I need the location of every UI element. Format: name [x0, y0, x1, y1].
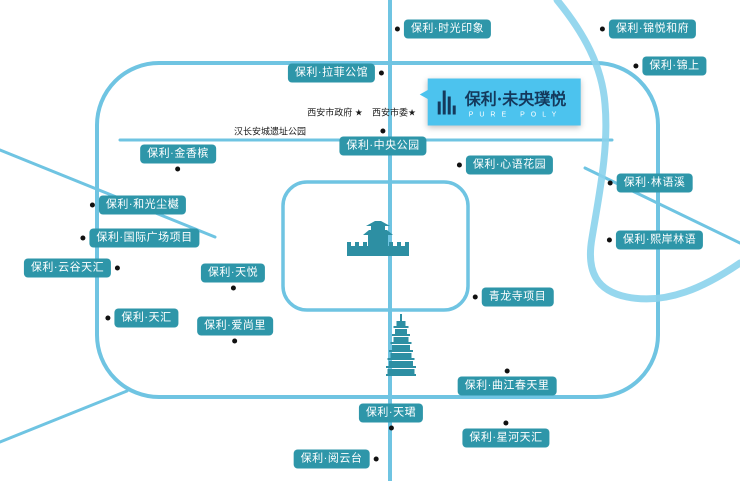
marker-dot — [504, 368, 510, 374]
map-marker: 保利·金香槟 — [140, 144, 216, 172]
northwest-expressway — [0, 148, 217, 239]
marker-label: 保利·天珺 — [358, 403, 424, 423]
marker-label: 保利·锦悦和府 — [608, 19, 697, 39]
marker-dot — [380, 128, 386, 134]
marker-dot — [607, 180, 613, 186]
marker-dot — [503, 420, 509, 426]
marker-dot — [373, 456, 379, 462]
marker-dot — [115, 265, 121, 271]
map-marker: 青龙寺项目 — [472, 287, 554, 307]
marker-dot — [472, 294, 478, 300]
map-marker: 保利·心语花园 — [456, 155, 554, 175]
logo-pointer — [419, 89, 429, 100]
map-marker: 保利·天珺 — [358, 403, 424, 431]
map-marker: 保利·中央公园 — [339, 128, 427, 156]
poi-label: 西安市委★ — [371, 107, 417, 118]
marker-label: 保利·心语花园 — [465, 155, 554, 175]
marker-label: 保利·国际广场项目 — [89, 228, 200, 248]
marker-label: 保利·天汇 — [114, 308, 179, 328]
marker-label: 保利·中央公园 — [339, 136, 427, 156]
marker-dot — [456, 162, 462, 168]
marker-label: 保利·爱尚里 — [197, 316, 273, 336]
map-marker: 保利·林语溪 — [607, 173, 693, 193]
map-marker: 保利·星河天汇 — [462, 420, 550, 448]
map-marker: 保利·曲江春天里 — [457, 368, 557, 396]
marker-dot — [175, 166, 181, 172]
building-icon — [437, 90, 456, 114]
poi-label: 汉长安城遗址公园 — [233, 126, 307, 137]
marker-label: 保利·星河天汇 — [462, 428, 550, 448]
map-marker: 保利·爱尚里 — [197, 316, 273, 344]
marker-dot — [388, 425, 394, 431]
marker-label: 保利·熙岸林语 — [615, 230, 704, 250]
map-marker: 保利·天汇 — [105, 308, 179, 328]
marker-label: 青龙寺项目 — [481, 287, 554, 307]
map-marker: 保利·云谷天汇 — [23, 258, 121, 278]
map-marker: 保利·和光尘樾 — [89, 195, 187, 215]
marker-dot — [105, 315, 111, 321]
map-marker: 保利·国际广场项目 — [80, 228, 200, 248]
project-logo-card: 保利·未央璞悦 PURE POLY — [419, 78, 581, 126]
marker-label: 保利·天悦 — [200, 263, 266, 283]
marker-dot — [230, 285, 236, 291]
map-marker: 保利·熙岸林语 — [606, 230, 704, 250]
marker-dot — [394, 26, 400, 32]
logo-text: 保利·未央璞悦 PURE POLY — [465, 86, 567, 119]
marker-label: 保利·阅云台 — [293, 449, 370, 469]
marker-label: 保利·云谷天汇 — [23, 258, 112, 278]
marker-dot — [80, 235, 86, 241]
marker-dot — [599, 26, 605, 32]
map-marker: 保利·时光印象 — [394, 19, 492, 39]
map-marker: 保利·阅云台 — [293, 449, 379, 469]
map-marker: 保利·锦悦和府 — [599, 19, 697, 39]
inner-ring-road — [281, 180, 470, 312]
marker-label: 保利·曲江春天里 — [457, 376, 557, 396]
marker-dot — [232, 338, 238, 344]
pagoda-landmark — [386, 314, 416, 376]
map-marker: 保利·天悦 — [200, 263, 266, 291]
map-marker: 保利·拉菲公馆 — [287, 63, 385, 83]
marker-dot — [633, 63, 639, 69]
project-name: 保利·未央璞悦 — [464, 89, 567, 109]
marker-label: 保利·时光印象 — [403, 19, 492, 39]
marker-label: 保利·金香槟 — [140, 144, 216, 164]
river — [553, 0, 740, 303]
marker-label: 保利·和光尘樾 — [98, 195, 187, 215]
marker-label: 保利·锦上 — [642, 56, 707, 76]
southwest-expressway — [0, 389, 129, 444]
poi-label: 西安市政府 ★ — [307, 107, 363, 118]
marker-label: 保利·林语溪 — [616, 173, 693, 193]
marker-dot — [606, 237, 612, 243]
marker-dot — [379, 70, 385, 76]
project-name-en: PURE POLY — [468, 111, 563, 119]
marker-label: 保利·拉菲公馆 — [287, 63, 376, 83]
marker-dot — [89, 202, 95, 208]
map-marker: 保利·锦上 — [633, 56, 707, 76]
city-gate-landmark — [347, 221, 409, 256]
